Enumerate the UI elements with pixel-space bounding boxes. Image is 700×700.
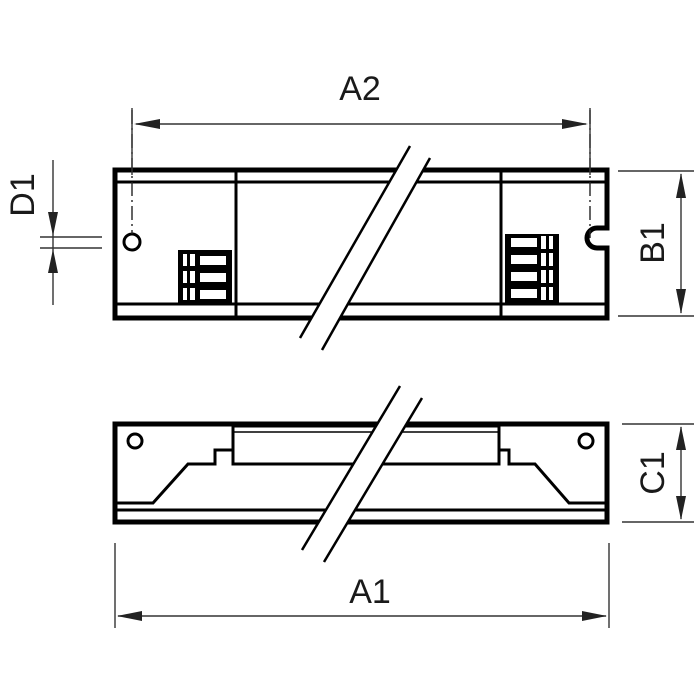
left-profile <box>117 448 233 505</box>
left-terminal-block-icon <box>178 250 232 304</box>
dimension-B1: B1 <box>618 170 694 317</box>
break-line-icon <box>298 145 432 351</box>
label-A1: A1 <box>349 573 391 611</box>
label-C1: C1 <box>634 451 672 494</box>
dimension-D1: D1 <box>4 160 102 305</box>
top-view <box>112 110 610 351</box>
right-profile <box>499 448 605 505</box>
side-view <box>112 385 610 563</box>
break-line-icon <box>300 385 424 563</box>
right-terminal-block-icon <box>505 234 559 304</box>
side-hole-left-icon <box>126 432 144 450</box>
label-A2: A2 <box>339 70 381 108</box>
dimension-A1: A1 <box>114 543 610 628</box>
label-D1: D1 <box>4 173 42 216</box>
mounting-hole-icon <box>122 232 142 252</box>
side-hole-right-icon <box>577 432 595 450</box>
side-view-outline <box>112 421 610 525</box>
dimension-A2: A2 <box>131 70 591 175</box>
top-view-outline <box>112 167 610 321</box>
label-B1: B1 <box>634 222 672 264</box>
dimension-C1: C1 <box>622 423 694 523</box>
